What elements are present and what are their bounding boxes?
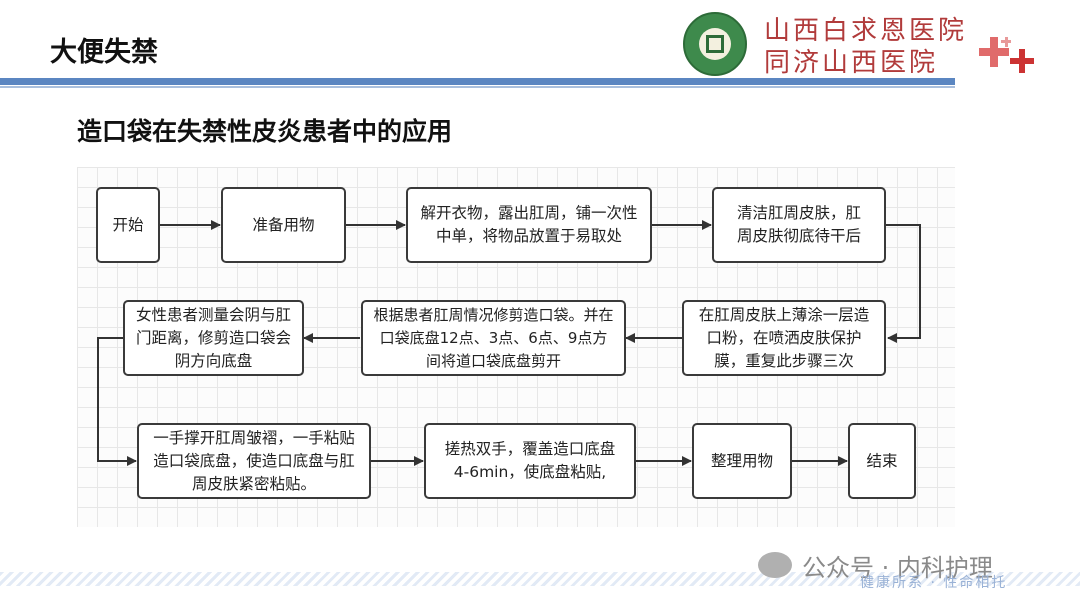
slide-subtitle: 造口袋在失禁性皮炎患者中的应用 [77,117,453,146]
arrow-n7-n8 [97,337,137,466]
hospital-name-line1: 山西白求恩医院 [764,16,968,46]
flow-node-apply: 一手撑开肛周皱褶，一手粘贴造口袋底盘，使造口底盘与肛周皮肤紧密粘贴。 [137,423,371,499]
header-divider [0,78,955,85]
hospital-name-line2: 同济山西医院 [764,48,939,78]
flow-node-warm: 搓热双手，覆盖造口底盘4-6min，使底盘粘贴, [424,423,636,499]
logo-emblem-icon [699,28,731,60]
flow-node-powder: 在肛周皮肤上薄涂一层造口粉，在喷洒皮肤保护膜，重复此步骤三次 [682,300,886,376]
flow-node-undress: 解开衣物，露出肛周，铺一次性中单，将物品放置于易取处 [406,187,652,263]
page-title: 大便失禁 [50,37,158,68]
wechat-icon [758,552,792,578]
watermark-text: 公众号 · 内科护理 [802,554,993,582]
footer-slogan: 健康所系 · 性命相托 [860,575,1008,591]
flow-node-prepare: 准备用物 [221,187,346,263]
header-divider-thin [0,86,955,88]
flow-node-clean: 清洁肛周皮肤，肛周皮肤彻底待干后 [712,187,886,263]
flow-node-trim: 根据患者肛周情况修剪造口袋。并在口袋底盘12点、3点、6点、9点方间将道口袋底盘… [361,300,626,376]
hospital-logo [683,12,747,76]
arrow-n4-n5 [886,224,921,343]
footer-band [0,572,1080,586]
flow-node-female: 女性患者测量会阴与肛门距离，修剪造口袋会阴方向底盘 [123,300,304,376]
flow-node-end: 结束 [848,423,916,499]
flow-node-start: 开始 [96,187,160,263]
flow-node-tidy: 整理用物 [692,423,792,499]
